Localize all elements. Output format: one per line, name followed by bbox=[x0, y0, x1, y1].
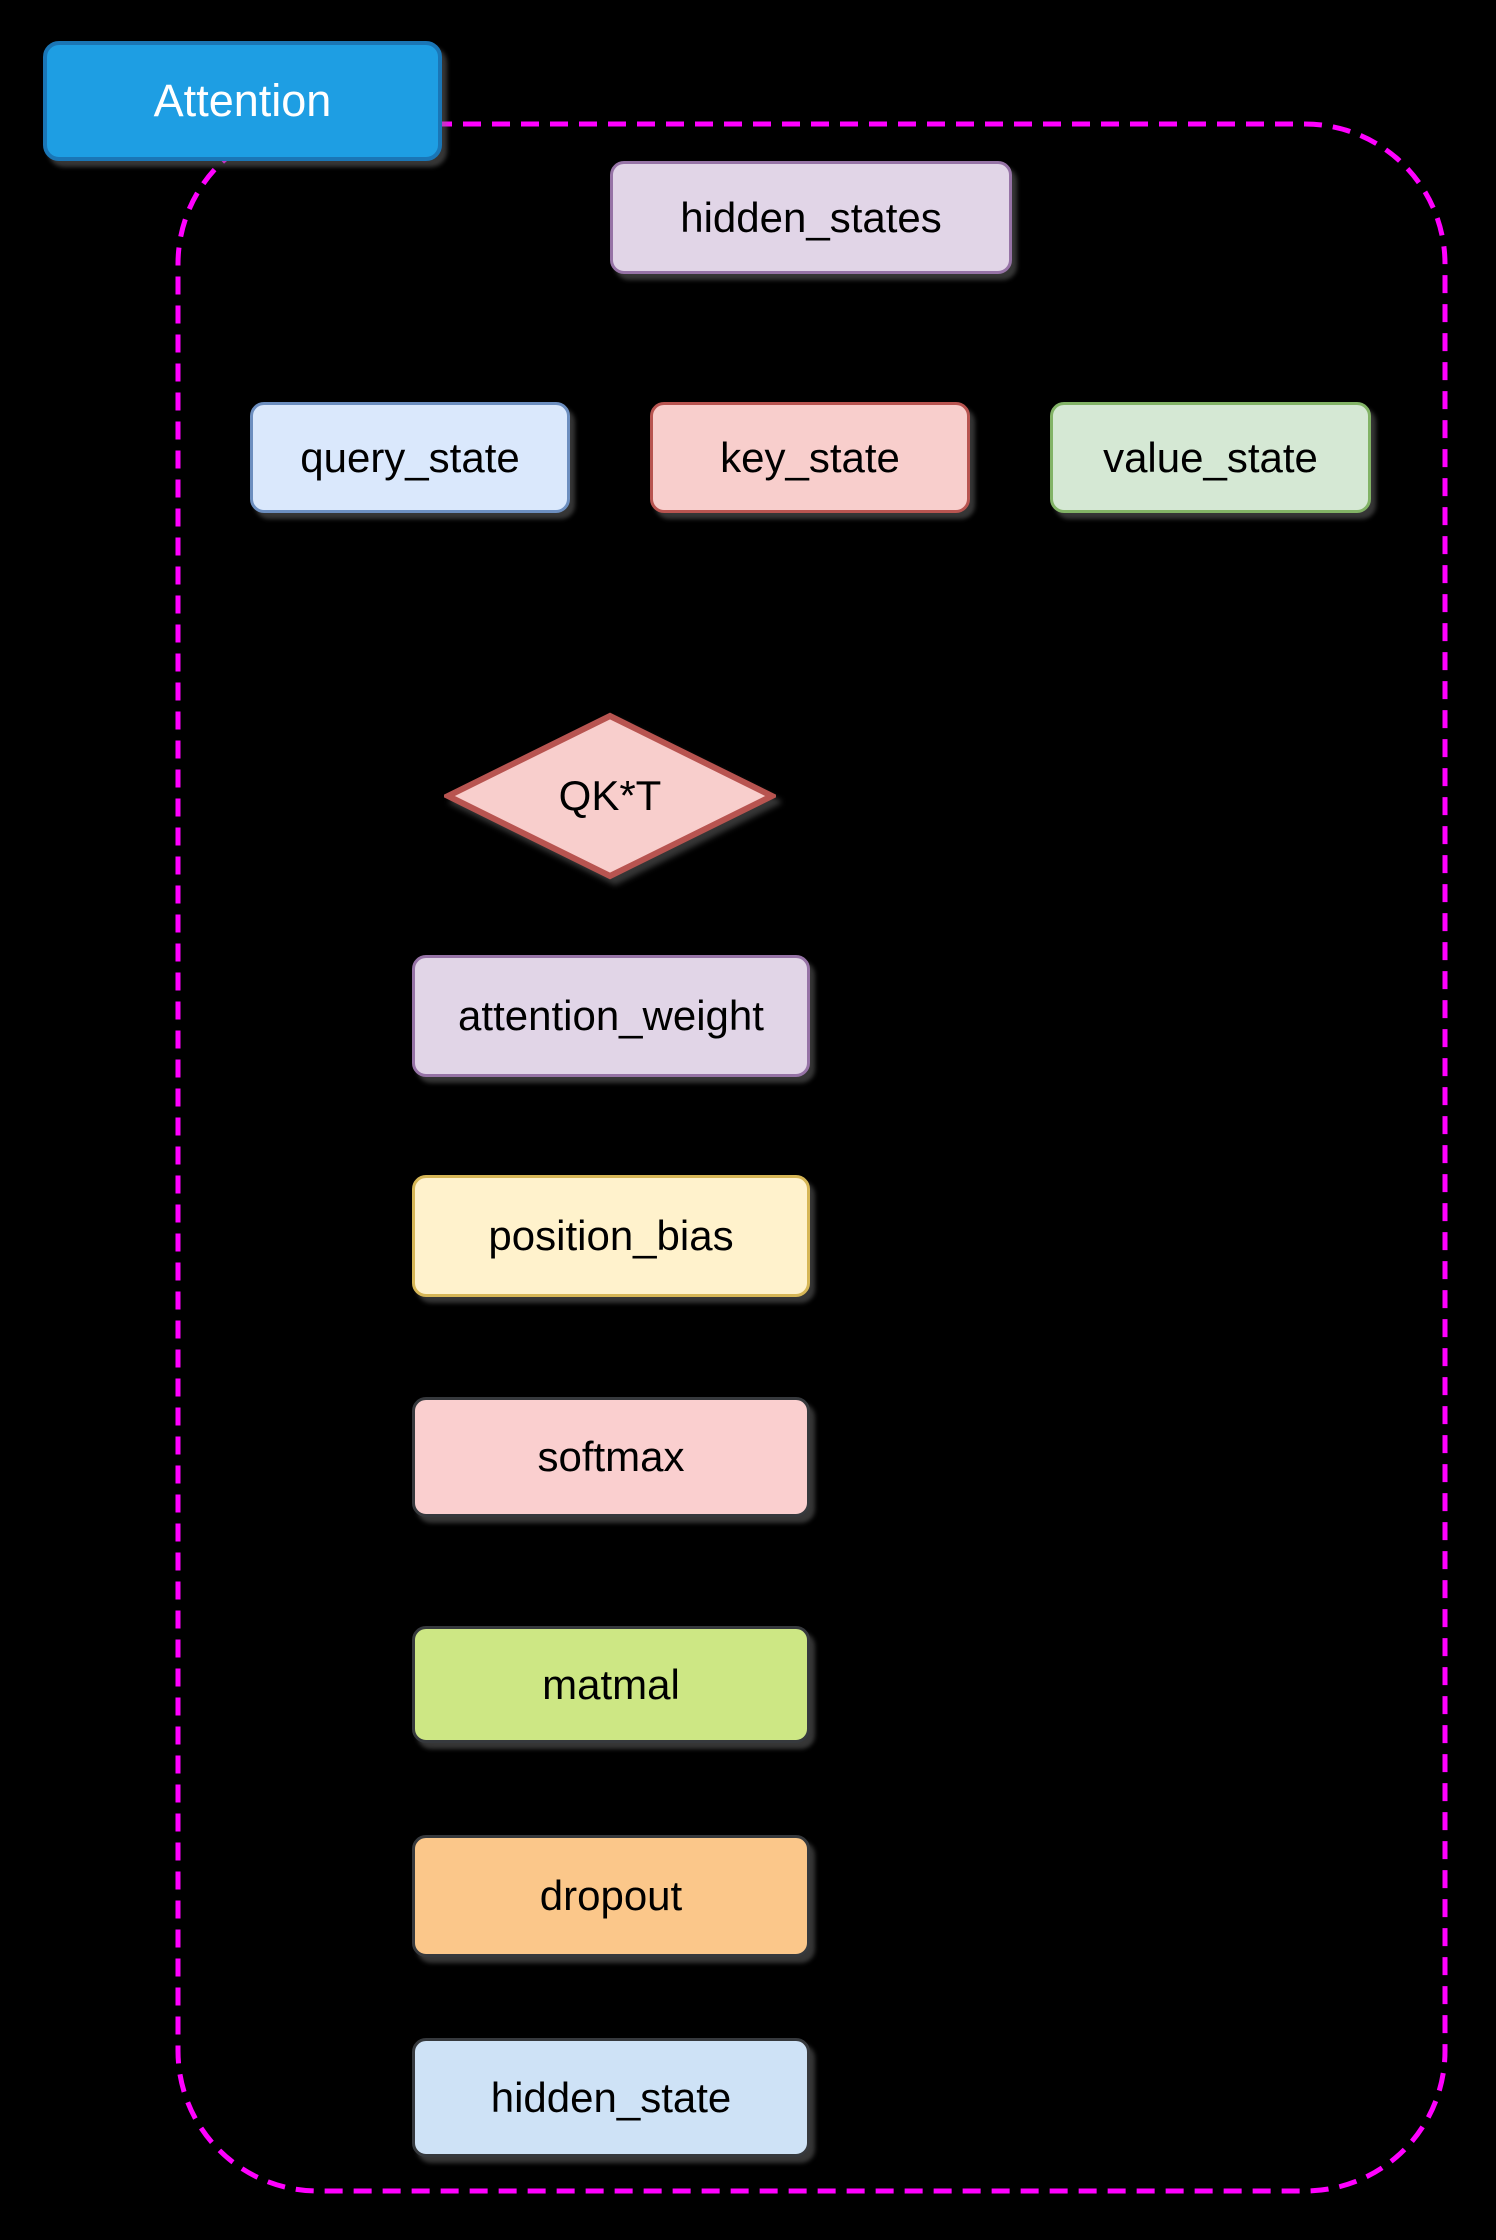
node-matmal-label: matmal bbox=[542, 1660, 680, 1708]
node-dropout-label: dropout bbox=[539, 1872, 683, 1919]
node-key-state: key_state bbox=[650, 402, 970, 513]
node-value-state: value_state bbox=[1050, 402, 1371, 513]
node-softmax: softmax bbox=[412, 1397, 810, 1517]
node-position-bias: position_bias bbox=[412, 1175, 810, 1297]
node-hidden-states: hidden_states bbox=[610, 161, 1012, 274]
node-attention-weight: attention_weight bbox=[412, 955, 810, 1077]
node-position-bias-label: position_bias bbox=[488, 1212, 734, 1259]
node-matmal: matmal bbox=[412, 1626, 810, 1743]
diamond-shape bbox=[444, 712, 776, 880]
attention-group-border bbox=[175, 121, 1448, 2194]
node-hidden-state-label: hidden_state bbox=[490, 2073, 732, 2121]
node-hidden-state: hidden_state bbox=[412, 2038, 810, 2157]
node-dropout: dropout bbox=[412, 1835, 810, 1957]
node-query-state: query_state bbox=[250, 402, 570, 513]
node-qkt-label: QK*T bbox=[558, 772, 662, 819]
node-hidden-states-label: hidden_states bbox=[680, 193, 942, 241]
node-attention-weight-label: attention_weight bbox=[458, 992, 764, 1039]
node-value-state-label: value_state bbox=[1103, 433, 1318, 481]
group-title-tab: Attention bbox=[43, 41, 442, 161]
group-title-label: Attention bbox=[153, 75, 332, 126]
node-qkt-diamond: QK*T bbox=[444, 712, 776, 880]
node-softmax-label: softmax bbox=[537, 1433, 685, 1480]
node-key-state-label: key_state bbox=[720, 433, 900, 481]
node-query-state-label: query_state bbox=[300, 433, 520, 481]
